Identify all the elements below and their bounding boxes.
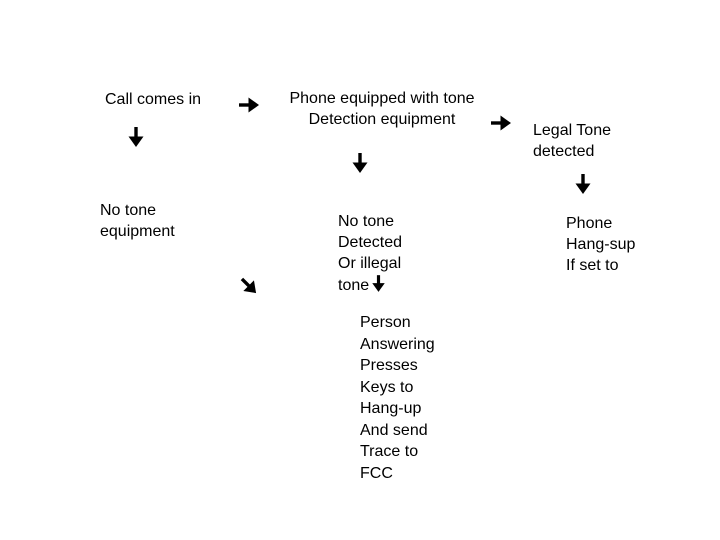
arrow-down-icon [351,152,369,174]
arrow-down-icon [574,173,592,195]
node-text: Detection equipment [308,111,456,128]
node-text: And send [360,421,428,439]
node-text: Hang-up [360,400,422,417]
node-call-comes-in: Call comes in [105,89,201,110]
arrow-down-icon [127,126,145,148]
node-legal-tone-detected: Legal Tone detected [533,120,611,162]
node-text: Person [360,314,411,331]
node-text: Legal Tone [533,122,611,139]
node-text: FCC [360,464,393,482]
node-text: Presses [360,357,418,374]
node-text: Phone equipped with tone [289,90,475,107]
node-text: No tone [338,213,395,230]
arrow-right-icon [490,114,512,132]
node-text: Keys to [360,378,414,396]
arrow-down-right-icon [238,277,260,295]
node-text: Detected [338,234,403,251]
node-text: tone [338,277,370,294]
node-text: Phone [566,215,613,232]
arrow-right-icon [238,96,260,114]
node-text: Call comes in [105,91,202,108]
node-no-tone-detected: No tone Detected Or illegal tone [338,211,402,299]
node-text: Answering [360,335,435,353]
node-no-tone-equipment: No tone equipment [100,200,175,242]
node-text: detected [533,143,595,160]
node-person-answering: Person Answering Presses Keys to Hang-up… [360,312,435,484]
node-text: If set to [566,257,619,274]
node-text: equipment [100,223,175,240]
node-text: Hang-sup [566,236,636,253]
node-text: Trace to [360,443,419,460]
node-phone-equipped: Phone equipped with tone Detection equip… [281,88,483,130]
arrow-down-icon [371,274,386,299]
node-text: No tone [100,202,157,219]
node-text: Or illegal [338,255,402,272]
node-phone-hang-up: Phone Hang-sup If set to [566,213,635,276]
